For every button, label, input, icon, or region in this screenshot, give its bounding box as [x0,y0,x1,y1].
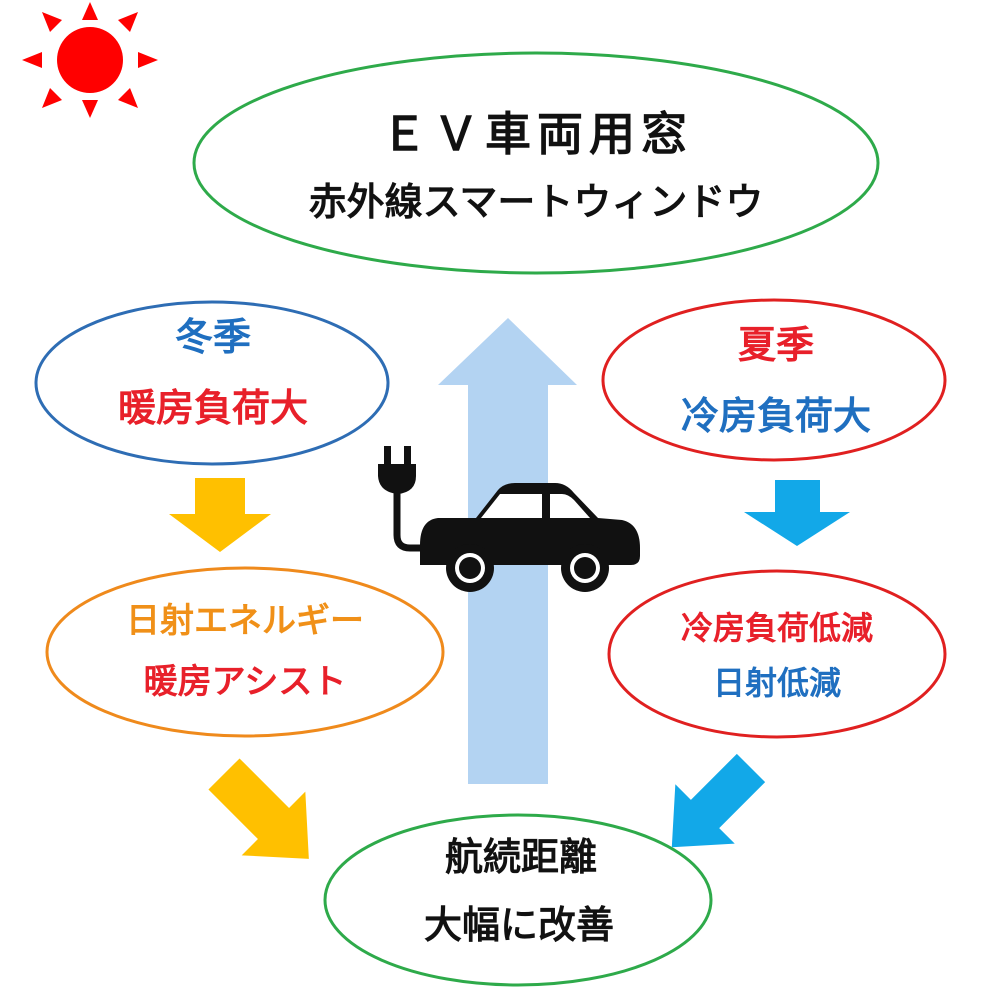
winter-effect-line2: 暖房アシスト [143,662,347,702]
summer-effect-line1: 冷房負荷低減 [680,609,874,647]
summer-down-arrow [744,480,850,546]
summer-diagonal-arrow [671,753,766,848]
summer-effect-line2: 日射低減 [712,664,842,702]
summer-load-label: 冷房負荷大 [680,394,872,438]
winter-ellipse [34,300,390,466]
winter-down-arrow [169,478,271,552]
result-line2: 大幅に改善 [423,903,615,947]
title-line1: ＥＶ車両用窓 [381,107,693,161]
title-ellipse [192,51,880,275]
winter-effect-ellipse [45,566,445,738]
result-line1: 航続距離 [444,835,598,879]
plug-icon [378,446,440,552]
winter-season-label: 冬季 [174,315,252,359]
sun-icon [22,2,158,118]
summer-ellipse [601,298,947,462]
summer-season-label: 夏季 [737,323,815,367]
summer-effect-ellipse [607,569,947,739]
title-line2: 赤外線スマートウィンドウ [308,180,764,224]
winter-effect-line1: 日射エネルギー [126,601,364,641]
winter-diagonal-arrow [208,758,309,859]
winter-load-label: 暖房負荷大 [117,386,309,430]
result-ellipse [323,813,713,987]
ev-car-icon [420,483,640,592]
